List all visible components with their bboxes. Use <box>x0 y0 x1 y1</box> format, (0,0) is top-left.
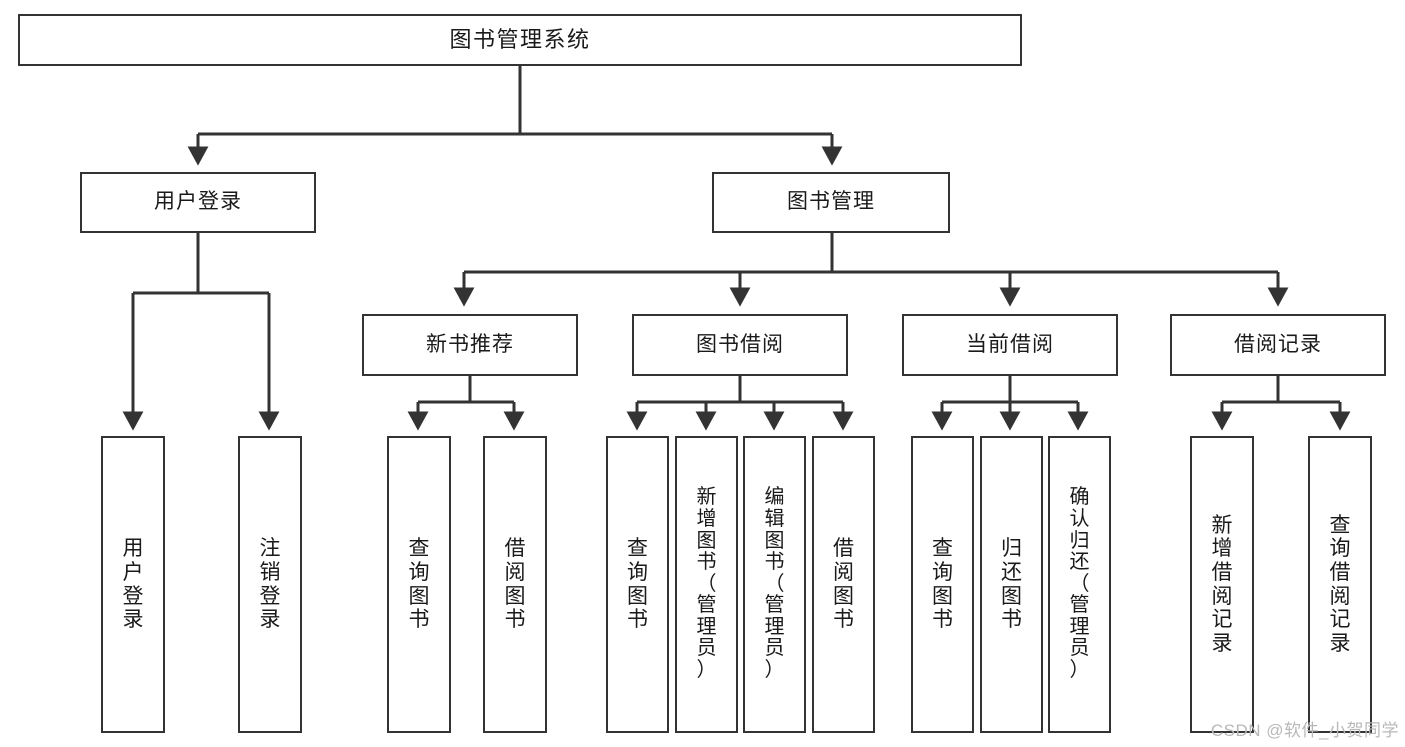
leaf-borrow-book-1[interactable]: 借 阅 图 书 <box>483 436 547 733</box>
node-label: 图书借阅 <box>696 332 784 356</box>
node-label: 确 认 归 还 （ 管 理 员 ） <box>1069 486 1090 682</box>
node-label: 查 询 图 书 <box>408 537 430 632</box>
leaf-query-borrow-record[interactable]: 查 询 借 阅 记 录 <box>1308 436 1372 733</box>
node-label: 编 辑 图 书 （ 管 理 员 ） <box>764 486 785 682</box>
node-label: 图书管理系统 <box>449 27 591 53</box>
leaf-query-book-2[interactable]: 查 询 图 书 <box>606 436 669 733</box>
node-label: 新 增 图 书 （ 管 理 员 ） <box>696 486 717 682</box>
node-label: 查 询 借 阅 记 录 <box>1329 513 1351 655</box>
node-new-book-recommend[interactable]: 新书推荐 <box>362 314 578 376</box>
node-label: 借 阅 图 书 <box>833 537 854 632</box>
leaf-add-book-admin[interactable]: 新 增 图 书 （ 管 理 员 ） <box>675 436 738 733</box>
leaf-user-login[interactable]: 用 户 登 录 <box>101 436 165 733</box>
leaf-edit-book-admin[interactable]: 编 辑 图 书 （ 管 理 员 ） <box>743 436 806 733</box>
node-user-login[interactable]: 用户登录 <box>80 172 316 233</box>
node-label: 借阅记录 <box>1234 332 1322 356</box>
node-label: 新 增 借 阅 记 录 <box>1211 513 1233 655</box>
node-book-borrow[interactable]: 图书借阅 <box>632 314 848 376</box>
leaf-add-borrow-record[interactable]: 新 增 借 阅 记 录 <box>1190 436 1254 733</box>
node-label: 查 询 图 书 <box>932 537 953 632</box>
node-borrow-record[interactable]: 借阅记录 <box>1170 314 1386 376</box>
leaf-return-book[interactable]: 归 还 图 书 <box>980 436 1043 733</box>
leaf-query-book-1[interactable]: 查 询 图 书 <box>387 436 451 733</box>
node-label: 新书推荐 <box>426 332 514 356</box>
leaf-query-book-3[interactable]: 查 询 图 书 <box>911 436 974 733</box>
node-label: 借 阅 图 书 <box>504 537 526 632</box>
leaf-logout-login[interactable]: 注 销 登 录 <box>238 436 302 733</box>
node-label: 当前借阅 <box>966 332 1054 356</box>
node-label: 用 户 登 录 <box>122 537 144 632</box>
node-label: 注 销 登 录 <box>259 537 281 632</box>
node-label: 查 询 图 书 <box>627 537 648 632</box>
leaf-borrow-book-2[interactable]: 借 阅 图 书 <box>812 436 875 733</box>
node-label: 归 还 图 书 <box>1001 537 1022 632</box>
leaf-confirm-return-admin[interactable]: 确 认 归 还 （ 管 理 员 ） <box>1048 436 1111 733</box>
node-label: 图书管理 <box>787 190 875 214</box>
node-current-borrow[interactable]: 当前借阅 <box>902 314 1118 376</box>
node-root-system[interactable]: 图书管理系统 <box>18 14 1022 66</box>
node-label: 用户登录 <box>154 190 242 214</box>
csdn-watermark: CSDN @软件_小贺同学 <box>1210 721 1399 740</box>
node-book-management[interactable]: 图书管理 <box>712 172 950 233</box>
